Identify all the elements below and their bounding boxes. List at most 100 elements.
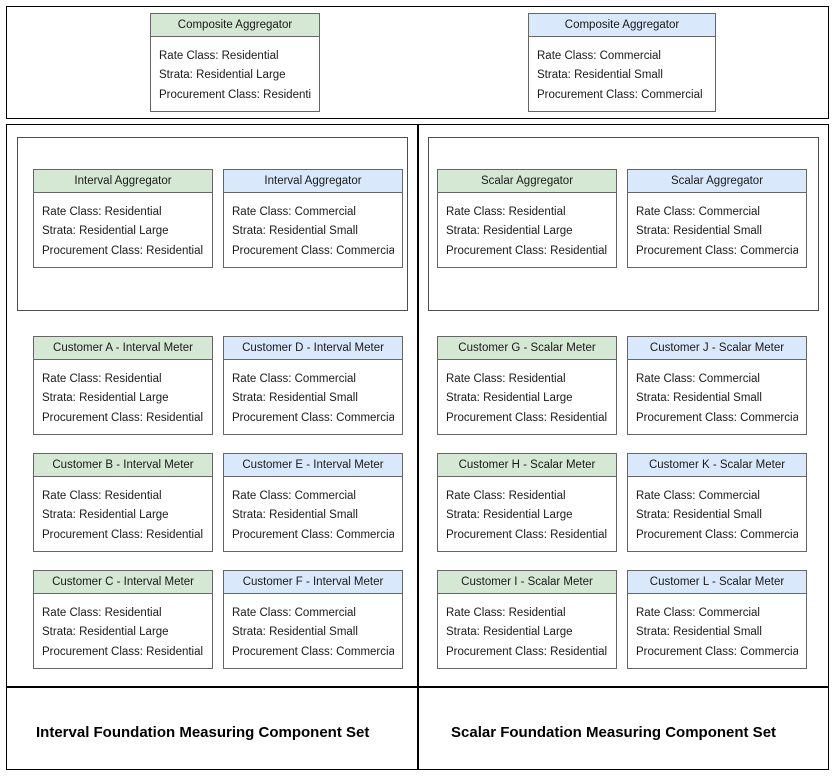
card-row-procurement-class: Procurement Class: Commercial [636, 244, 798, 257]
card-row-rate-class: Rate Class: Residential [42, 372, 162, 385]
card-body: Rate Class: Residential Strata: Resident… [34, 477, 212, 551]
card-row-procurement-class: Procurement Class: Residential [446, 244, 608, 257]
card-row-strata: Strata: Residential Large [446, 509, 573, 521]
card-title: Composite Aggregator [529, 14, 715, 37]
card-body: Rate Class: Commercial Strata: Residenti… [628, 477, 806, 551]
card-scalar-aggregator-commercial[interactable]: Scalar Aggregator Rate Class: Commercial… [627, 169, 807, 268]
card-interval-aggregator-commercial[interactable]: Interval Aggregator Rate Class: Commerci… [223, 169, 403, 268]
card-customer-c-interval-meter[interactable]: Customer C - Interval Meter Rate Class: … [33, 570, 213, 669]
card-row-rate-class: Rate Class: Commercial [232, 372, 356, 385]
card-row-procurement-class: Procurement Class: Commercial [636, 528, 798, 541]
card-row-strata: Strata: Residential Large [446, 626, 573, 638]
card-row-procurement-class: Procurement Class: Residential [446, 528, 608, 541]
card-row-procurement-class: Procurement Class: Residential [42, 528, 204, 541]
card-body: Rate Class: Residential Strata: Resident… [438, 193, 616, 267]
card-row-rate-class: Rate Class: Residential [446, 489, 566, 502]
card-title: Scalar Aggregator [438, 170, 616, 193]
card-title: Customer F - Interval Meter [224, 571, 402, 594]
card-body: Rate Class: Commercial Strata: Residenti… [628, 594, 806, 668]
card-customer-g-scalar-meter[interactable]: Customer G - Scalar Meter Rate Class: Re… [437, 336, 617, 435]
card-row-procurement-class: Procurement Class: Commercial [636, 645, 798, 658]
card-row-rate-class: Rate Class: Commercial [636, 372, 760, 385]
card-customer-d-interval-meter[interactable]: Customer D - Interval Meter Rate Class: … [223, 336, 403, 435]
card-row-rate-class: Rate Class: Commercial [636, 489, 760, 502]
card-row-strata: Strata: Residential Large [42, 626, 169, 638]
card-body: Rate Class: Commercial Strata: Residenti… [224, 193, 402, 267]
card-row-procurement-class: Procurement Class: Commercial [636, 411, 798, 424]
card-customer-e-interval-meter[interactable]: Customer E - Interval Meter Rate Class: … [223, 453, 403, 552]
card-row-strata: Strata: Residential Large [42, 392, 169, 404]
card-row-rate-class: Rate Class: Residential [446, 205, 566, 218]
card-row-procurement-class: Procurement Class: Residential [159, 88, 311, 101]
card-body: Rate Class: Residential Strata: Resident… [438, 594, 616, 668]
card-row-strata: Strata: Residential Small [636, 392, 762, 404]
card-title: Customer C - Interval Meter [34, 571, 212, 594]
card-customer-j-scalar-meter[interactable]: Customer J - Scalar Meter Rate Class: Co… [627, 336, 807, 435]
card-row-rate-class: Rate Class: Residential [446, 372, 566, 385]
card-row-procurement-class: Procurement Class: Residential [446, 645, 608, 658]
card-customer-k-scalar-meter[interactable]: Customer K - Scalar Meter Rate Class: Co… [627, 453, 807, 552]
card-interval-aggregator-residential[interactable]: Interval Aggregator Rate Class: Resident… [33, 169, 213, 268]
card-customer-a-interval-meter[interactable]: Customer A - Interval Meter Rate Class: … [33, 336, 213, 435]
card-row-rate-class: Rate Class: Commercial [636, 606, 760, 619]
card-customer-b-interval-meter[interactable]: Customer B - Interval Meter Rate Class: … [33, 453, 213, 552]
card-row-rate-class: Rate Class: Residential [42, 489, 162, 502]
card-body: Rate Class: Commercial Strata: Residenti… [224, 360, 402, 434]
card-row-strata: Strata: Residential Large [159, 69, 286, 81]
card-title: Customer G - Scalar Meter [438, 337, 616, 360]
card-row-strata: Strata: Residential Small [636, 626, 762, 638]
card-row-rate-class: Rate Class: Residential [159, 49, 279, 62]
card-scalar-aggregator-residential[interactable]: Scalar Aggregator Rate Class: Residentia… [437, 169, 617, 268]
card-row-strata: Strata: Residential Small [232, 509, 358, 521]
card-row-rate-class: Rate Class: Commercial [537, 49, 661, 62]
card-title: Customer K - Scalar Meter [628, 454, 806, 477]
card-title: Scalar Aggregator [628, 170, 806, 193]
card-title: Customer D - Interval Meter [224, 337, 402, 360]
card-row-procurement-class: Procurement Class: Commercial [232, 645, 394, 658]
card-row-procurement-class: Procurement Class: Residential [42, 411, 204, 424]
card-row-strata: Strata: Residential Large [446, 392, 573, 404]
card-body: Rate Class: Commercial Strata: Residenti… [628, 193, 806, 267]
card-row-rate-class: Rate Class: Residential [446, 606, 566, 619]
card-body: Rate Class: Residential Strata: Resident… [438, 477, 616, 551]
card-row-procurement-class: Procurement Class: Commercial [537, 88, 703, 101]
card-title: Customer I - Scalar Meter [438, 571, 616, 594]
card-row-rate-class: Rate Class: Commercial [636, 205, 760, 218]
card-row-strata: Strata: Residential Large [42, 509, 169, 521]
card-row-procurement-class: Procurement Class: Residential [42, 244, 204, 257]
card-row-procurement-class: Procurement Class: Commercial [232, 528, 394, 541]
card-customer-f-interval-meter[interactable]: Customer F - Interval Meter Rate Class: … [223, 570, 403, 669]
card-body: Rate Class: Residential Strata: Resident… [34, 193, 212, 267]
card-row-rate-class: Rate Class: Residential [42, 606, 162, 619]
card-body: Rate Class: Commercial Strata: Residenti… [628, 360, 806, 434]
card-customer-l-scalar-meter[interactable]: Customer L - Scalar Meter Rate Class: Co… [627, 570, 807, 669]
card-customer-i-scalar-meter[interactable]: Customer I - Scalar Meter Rate Class: Re… [437, 570, 617, 669]
card-row-strata: Strata: Residential Large [42, 225, 169, 237]
card-row-rate-class: Rate Class: Commercial [232, 606, 356, 619]
card-row-procurement-class: Procurement Class: Residential [42, 645, 204, 658]
card-row-strata: Strata: Residential Small [537, 69, 663, 81]
card-body: Rate Class: Residential Strata: Resident… [34, 594, 212, 668]
interval-set-caption-frame [6, 687, 418, 770]
card-body: Rate Class: Residential Strata: Resident… [34, 360, 212, 434]
card-row-strata: Strata: Residential Small [232, 225, 358, 237]
card-title: Customer B - Interval Meter [34, 454, 212, 477]
card-row-strata: Strata: Residential Small [232, 626, 358, 638]
card-row-procurement-class: Procurement Class: Commercial [232, 411, 394, 424]
card-title: Interval Aggregator [224, 170, 402, 193]
card-row-rate-class: Rate Class: Commercial [232, 205, 356, 218]
card-body: Rate Class: Residential Strata: Resident… [151, 37, 319, 111]
card-row-rate-class: Rate Class: Residential [42, 205, 162, 218]
card-row-rate-class: Rate Class: Commercial [232, 489, 356, 502]
card-row-strata: Strata: Residential Large [446, 225, 573, 237]
scalar-set-caption-frame [418, 687, 829, 770]
card-row-procurement-class: Procurement Class: Commercial [232, 244, 394, 257]
card-composite-aggregator-commercial[interactable]: Composite Aggregator Rate Class: Commerc… [528, 13, 716, 112]
card-body: Rate Class: Commercial Strata: Residenti… [529, 37, 715, 111]
card-title: Customer E - Interval Meter [224, 454, 402, 477]
card-composite-aggregator-residential[interactable]: Composite Aggregator Rate Class: Residen… [150, 13, 320, 112]
card-title: Customer L - Scalar Meter [628, 571, 806, 594]
card-row-strata: Strata: Residential Small [636, 509, 762, 521]
card-customer-h-scalar-meter[interactable]: Customer H - Scalar Meter Rate Class: Re… [437, 453, 617, 552]
